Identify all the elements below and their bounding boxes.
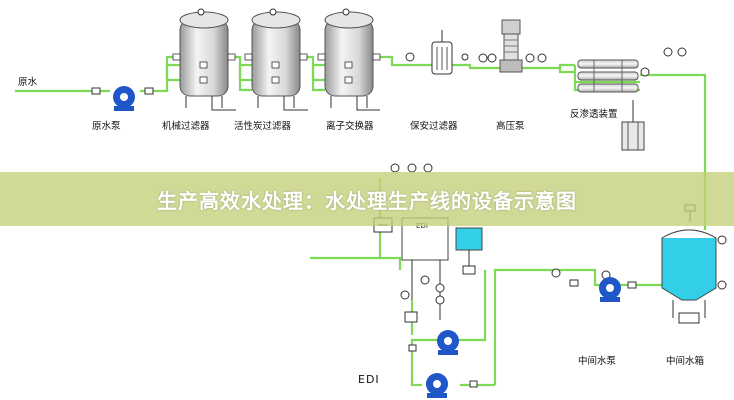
- ion-exchanger-vessel: [324, 8, 380, 111]
- ro-unit-label: 反渗透装置: [570, 108, 618, 120]
- reverse-osmosis-unit: [577, 47, 687, 151]
- raw-water-label: 原水: [18, 76, 38, 88]
- title-banner: 生产高效水处理：水处理生产线的设备示意图: [0, 172, 734, 226]
- banner-title: 生产高效水处理：水处理生产线的设备示意图: [157, 188, 577, 213]
- edi-box-label: EDI: [416, 222, 428, 230]
- carbon-filter-label: 活性炭过滤器: [234, 120, 292, 132]
- raw-water-pump: [91, 86, 154, 111]
- mech-filter-label: 机械过滤器: [162, 120, 210, 132]
- raw-pump-label: 原水泵: [92, 120, 121, 132]
- edi-label: EDI: [358, 373, 380, 386]
- mechanical-filter-vessel: [179, 8, 236, 111]
- mid-pump-label: 中间水泵: [578, 355, 617, 367]
- high-pump-label: 高压泵: [496, 120, 525, 132]
- vessel-valves: [172, 53, 381, 84]
- high-pressure-pump: [478, 19, 547, 73]
- carbon-filter-vessel: [251, 8, 308, 111]
- security-filter-label: 保安过滤器: [410, 120, 458, 132]
- mid-tank-label: 中间水箱: [666, 355, 704, 367]
- ion-exchanger-label: 离子交换器: [326, 120, 374, 132]
- edi-section: EDI: [373, 163, 483, 398]
- middle-water-pump: [551, 268, 637, 302]
- security-filter: [405, 30, 469, 75]
